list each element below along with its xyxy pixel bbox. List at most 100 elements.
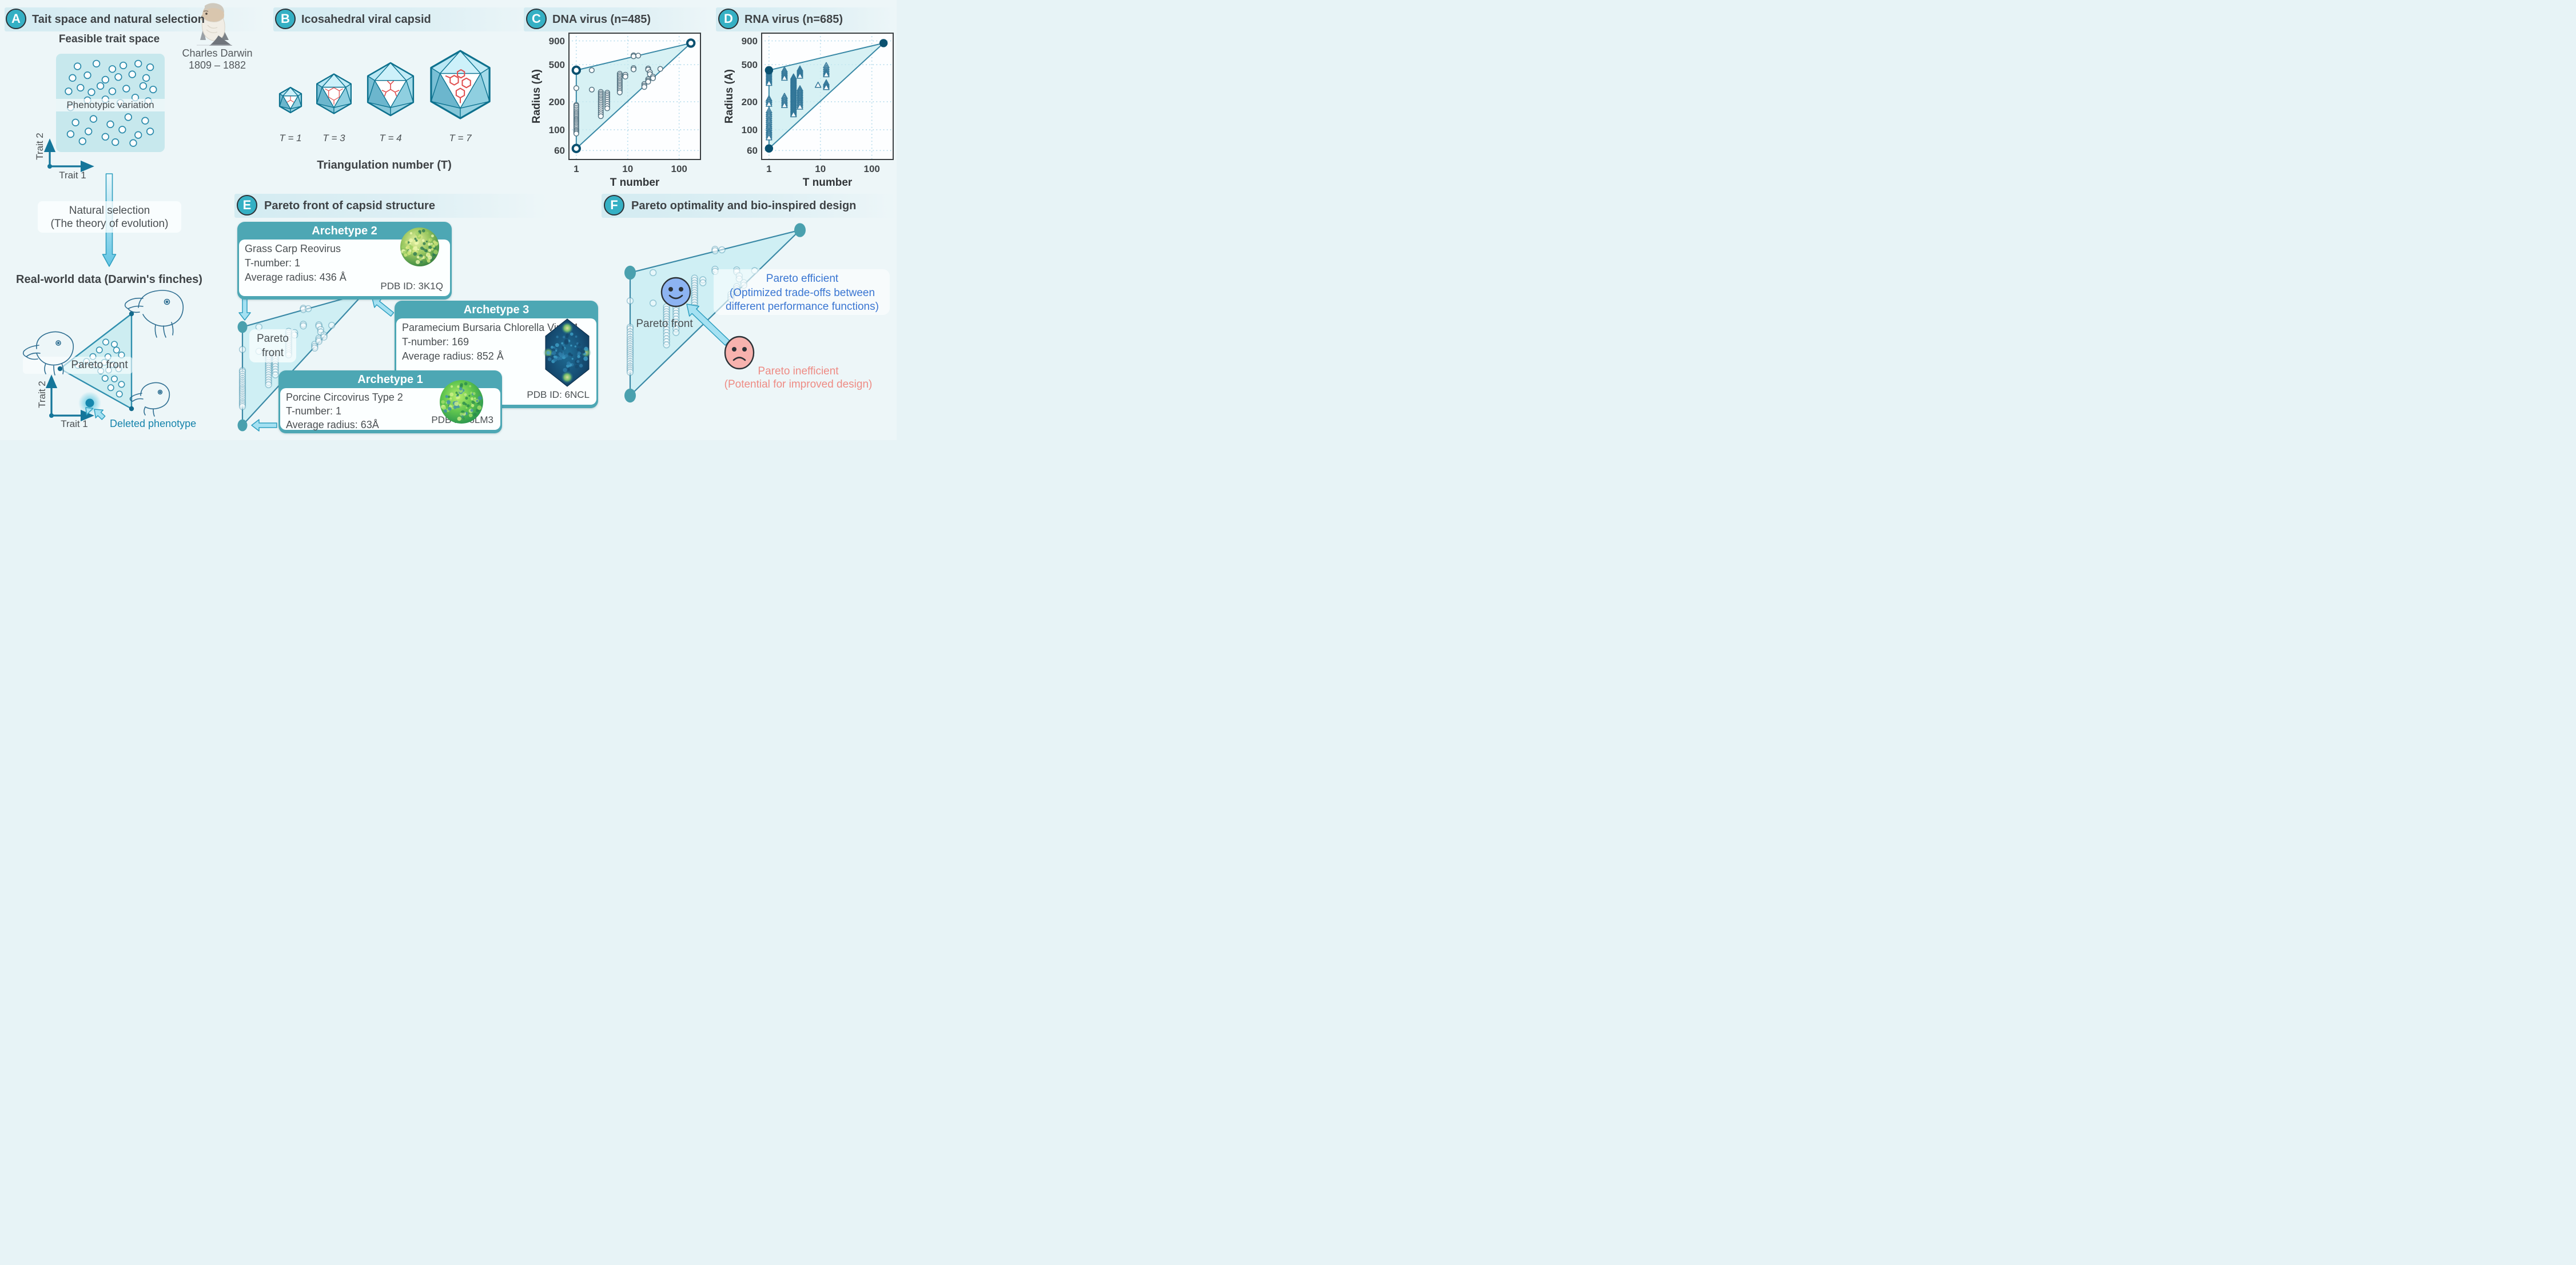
panelA-title: Tait space and natural selection bbox=[32, 13, 205, 26]
virus-image-3k1q bbox=[400, 228, 439, 266]
panelB-badge-letter: B bbox=[281, 11, 290, 26]
svg-text:500: 500 bbox=[549, 59, 565, 70]
svg-text:200: 200 bbox=[742, 97, 758, 107]
natural-selection-line2: (The theory of evolution) bbox=[50, 217, 169, 230]
svg-text:10: 10 bbox=[815, 163, 826, 174]
archetype3-radius: Average radius: 852 Å bbox=[402, 350, 504, 362]
svg-text:Radius (Å): Radius (Å) bbox=[532, 69, 543, 123]
svg-text:200: 200 bbox=[549, 97, 565, 107]
trait1-axis-label-top: Trait 1 bbox=[59, 170, 86, 181]
pareto-vertex bbox=[879, 39, 888, 47]
panelC-badge-letter: C bbox=[532, 11, 541, 26]
panelC-header-strip bbox=[524, 7, 714, 31]
panelC-title: DNA virus (n=485) bbox=[552, 13, 651, 26]
panelB-badge: B bbox=[275, 9, 296, 29]
phenotypic-variation-band bbox=[56, 99, 165, 111]
svg-text:100: 100 bbox=[549, 125, 565, 135]
archetype2-tnumber: T-number: 1 bbox=[245, 257, 301, 269]
feasible-trait-space-title: Feasible trait space bbox=[58, 33, 160, 45]
svg-text:1: 1 bbox=[766, 163, 771, 174]
pareto-vertex bbox=[765, 144, 774, 153]
dna-virus-plot: 60 100 200 500 900 1 10 100 Radius (Å) T number bbox=[532, 30, 715, 190]
trait2-axis-label-bottom: Trait 2 bbox=[37, 381, 47, 408]
phenotypic-variation-label: Phenotypic variation bbox=[66, 99, 154, 110]
trait1-axis-label-bottom: Trait 1 bbox=[61, 418, 88, 429]
t1-label: T = 1 bbox=[279, 133, 302, 143]
archetype3-organism: Paramecium Bursaria Chlorella Virus 1 bbox=[402, 322, 579, 333]
panelB-header-strip bbox=[273, 7, 544, 31]
panelC-badge: C bbox=[526, 9, 547, 29]
panelF-header-strip bbox=[602, 194, 897, 218]
archetype2-radius: Average radius: 436 Å bbox=[245, 272, 347, 283]
triangulation-caption: Triangulation number (T) bbox=[317, 158, 452, 171]
happy-face-icon bbox=[660, 277, 691, 308]
virus-image-6ncl bbox=[543, 318, 591, 387]
archetype1-title: Archetype 1 bbox=[357, 373, 423, 386]
icosahedra-row bbox=[278, 50, 491, 119]
panelF-badge-letter: F bbox=[610, 198, 618, 212]
svg-text:100: 100 bbox=[742, 125, 758, 135]
archetype3-pdb: PDB ID: 6NCL bbox=[527, 389, 590, 400]
svg-text:60: 60 bbox=[554, 145, 565, 156]
pareto-vertex bbox=[571, 65, 582, 75]
panelF-title: Pareto optimality and bio-inspired desig… bbox=[631, 199, 857, 212]
svg-text:60: 60 bbox=[747, 145, 758, 156]
icosahedron-T1 bbox=[278, 86, 302, 114]
pareto-vertex bbox=[571, 143, 582, 153]
panelE-title: Pareto front of capsid structure bbox=[264, 199, 435, 212]
svg-text:500: 500 bbox=[742, 59, 758, 70]
pareto-front-label-E: Pareto front bbox=[249, 329, 296, 362]
pareto-vertex bbox=[686, 38, 696, 48]
panelD-badge: D bbox=[718, 9, 739, 29]
trait2-axis-label-top: Trait 2 bbox=[34, 133, 45, 160]
data-points bbox=[573, 52, 663, 137]
natural-selection-line1: Natural selection bbox=[69, 204, 150, 217]
figure-canvas: A Tait space and natural selection B Ico… bbox=[0, 0, 897, 440]
svg-text:100: 100 bbox=[863, 163, 879, 174]
rna-virus-plot: 60 100 200 500 900 1 10 100 Radius (Å) T number bbox=[724, 30, 897, 190]
pareto-vertex bbox=[765, 66, 774, 75]
pareto-efficient-text: Pareto efficient (Optimized trade-offs b… bbox=[726, 273, 879, 313]
panelA-badge: A bbox=[6, 9, 26, 29]
svg-text:100: 100 bbox=[671, 163, 687, 174]
panelB-title: Icosahedral viral capsid bbox=[301, 13, 431, 26]
natural-selection-label: Natural selection (The theory of evoluti… bbox=[38, 201, 181, 233]
svg-text:900: 900 bbox=[742, 36, 758, 47]
realworld-data-title: Real-world data (Darwin's finches) bbox=[16, 273, 202, 286]
archetype3-title: Archetype 3 bbox=[463, 304, 529, 316]
svg-text:10: 10 bbox=[622, 163, 633, 174]
svg-text:T number: T number bbox=[803, 177, 853, 189]
darwin-caption-name: Charles Darwin bbox=[182, 47, 253, 59]
svg-text:900: 900 bbox=[549, 36, 565, 47]
panelD-title: RNA virus (n=685) bbox=[744, 13, 843, 26]
archetype2-pdb: PDB ID: 3K1Q bbox=[380, 281, 443, 292]
icosahedron-T4 bbox=[367, 62, 415, 117]
trait-axes-top bbox=[43, 138, 94, 173]
virus-image-6lm3 bbox=[440, 380, 483, 424]
sad-face-icon bbox=[724, 336, 755, 370]
darwin-portrait bbox=[197, 3, 232, 46]
icosahedron-T7 bbox=[430, 50, 491, 119]
svg-text:T number: T number bbox=[610, 177, 660, 189]
panelE-badge: E bbox=[237, 195, 257, 216]
t4-label: T = 4 bbox=[379, 133, 402, 143]
svg-text:1: 1 bbox=[574, 163, 579, 174]
deleted-phenotype-label: Deleted phenotype bbox=[110, 418, 197, 429]
panelF-badge: F bbox=[604, 195, 624, 216]
archetype2-title: Archetype 2 bbox=[312, 225, 377, 237]
svg-text:Radius (Å): Radius (Å) bbox=[724, 69, 735, 123]
archetype3-tnumber: T-number: 169 bbox=[402, 336, 469, 348]
panelE-header-strip bbox=[234, 194, 548, 218]
pareto-front-label-F: Pareto front bbox=[636, 318, 693, 330]
darwin-caption-years: 1809 – 1882 bbox=[188, 59, 246, 71]
panelA-badge-letter: A bbox=[11, 11, 21, 26]
panelD-header-strip bbox=[716, 7, 897, 31]
pareto-inefficient-text: Pareto inefficient (Potential for improv… bbox=[724, 365, 873, 390]
icosahedron-T3 bbox=[316, 73, 352, 114]
panelD-badge-letter: D bbox=[724, 11, 733, 26]
panelE-badge-letter: E bbox=[242, 198, 252, 212]
archetype2-organism: Grass Carp Reovirus bbox=[245, 243, 341, 254]
finch-diagram bbox=[22, 290, 184, 422]
t7-label: T = 7 bbox=[449, 133, 472, 143]
pareto-front-label-A: Pareto front bbox=[71, 359, 128, 371]
